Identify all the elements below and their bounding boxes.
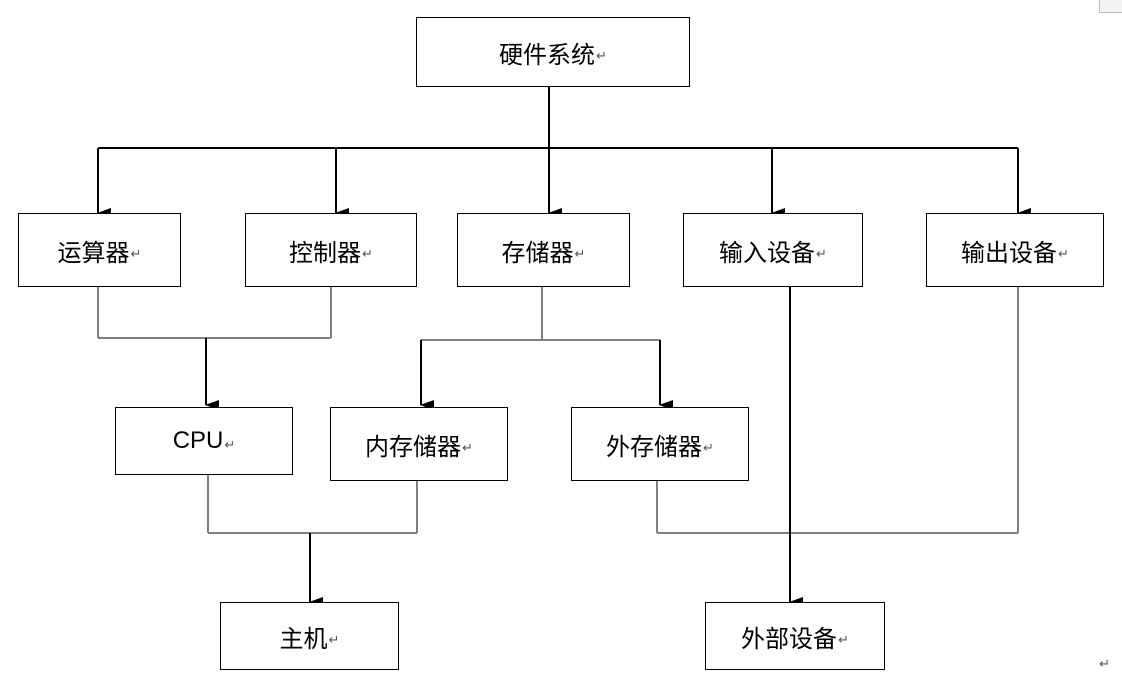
paragraph-mark: ↵ — [816, 246, 827, 262]
connector-alu-controller-to-cpu — [97, 287, 332, 339]
node-alu: 运算器↵ — [18, 213, 181, 287]
node-label: CPU — [172, 427, 224, 454]
paragraph-mark: ↵ — [1058, 246, 1069, 262]
node-host: 主机↵ — [220, 602, 399, 670]
paragraph-mark: ↵ — [362, 246, 373, 262]
paragraph-mark: ↵ — [224, 437, 236, 452]
paragraph-mark: ↵ — [328, 632, 340, 648]
paragraph-mark: ↵ — [130, 246, 142, 262]
connector-cpu-memory-to-host — [207, 474, 418, 534]
node-label: 存储器 — [501, 238, 574, 267]
paragraph-mark: ↵ — [596, 48, 607, 64]
node-external-memory: 外存储器↵ — [571, 407, 749, 481]
paragraph-mark: ↵ — [574, 246, 586, 262]
node-controller: 控制器↵ — [245, 213, 417, 287]
node-label: 内存储器 — [365, 432, 462, 461]
node-output-device: 输出设备↵ — [926, 213, 1104, 287]
node-label: 硬件系统 — [499, 40, 596, 69]
page-corner-mark — [1099, 0, 1122, 13]
node-hardware-system: 硬件系统↵ — [416, 17, 690, 87]
node-label: 控制器 — [289, 238, 362, 267]
paragraph-mark: ↵ — [838, 632, 849, 648]
node-label: 输出设备 — [961, 238, 1058, 267]
node-peripherals: 外部设备↵ — [705, 602, 885, 670]
connector-memory-split — [421, 287, 660, 341]
node-input-device: 输入设备↵ — [683, 213, 863, 287]
node-label: 主机 — [279, 624, 328, 653]
node-label: 运算器 — [57, 238, 130, 267]
paragraph-mark: ↵ — [462, 440, 473, 456]
connector-external-output — [656, 287, 1019, 534]
node-cpu: CPU↵ — [115, 407, 293, 475]
document-paragraph-mark: ↵ — [1099, 657, 1110, 672]
node-internal-memory: 内存储器↵ — [330, 407, 508, 481]
node-memory: 存储器↵ — [457, 213, 630, 287]
paragraph-mark: ↵ — [703, 440, 714, 456]
node-label: 外存储器 — [606, 432, 703, 461]
node-label: 输入设备 — [719, 238, 816, 267]
node-label: 外部设备 — [741, 624, 838, 653]
connector-hardware-branches — [97, 86, 1031, 218]
